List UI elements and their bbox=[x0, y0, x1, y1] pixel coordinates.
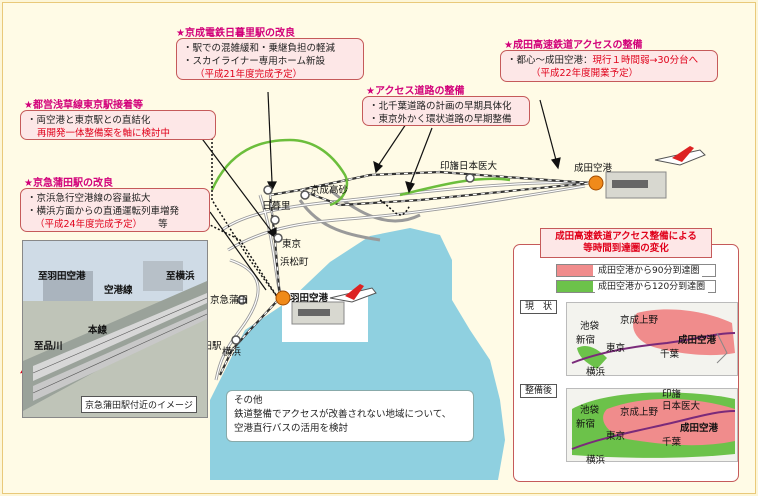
arrows bbox=[199, 91, 561, 291]
cur-yokohama: 横浜 bbox=[586, 367, 606, 378]
access-road-note: ・北千葉道路の計画の早期具体化 ・東京外かく環状道路の早期整備 bbox=[362, 96, 530, 126]
other-line-2: 空港直行バスの活用を検討 bbox=[234, 423, 349, 434]
asakusa-line-2: 再開発一体整備案を軸に検討中 bbox=[37, 128, 171, 139]
after-map-drawing bbox=[571, 392, 736, 458]
keikyu-kamata-suffix: 等 bbox=[158, 219, 168, 230]
station-keikyu-kamata: 京急蒲田 bbox=[210, 295, 249, 306]
keisei-nippori-heading: ★京成電鉄日暮里駅の改良 bbox=[176, 28, 295, 39]
station-nippori: 日暮里 bbox=[262, 201, 291, 212]
keikyu-kamata-heading: ★京急蒲田駅の改良 bbox=[24, 178, 113, 189]
narita-access-schedule: （平成22年度開業予定） bbox=[531, 68, 639, 79]
narita-airport-marker bbox=[588, 175, 604, 191]
haneda-airport-picture bbox=[291, 284, 377, 325]
photo-to-shinagawa: 至品川 bbox=[34, 341, 63, 352]
station-circles bbox=[231, 173, 475, 345]
aft-shinjuku: 新宿 bbox=[576, 419, 596, 430]
keikyu-kamata-line-3: （平成24年度完成予定） 等 bbox=[27, 218, 203, 231]
access-road-line-1: ・北千葉道路の計画の早期具体化 bbox=[369, 101, 512, 112]
station-haneda-airport: 羽田空港 bbox=[290, 293, 329, 304]
isochrone-title-line-1: 成田高速鉄道アクセス整備による bbox=[555, 231, 697, 242]
narita-airport-picture bbox=[605, 146, 706, 199]
photo-main-line: 本線 bbox=[88, 325, 108, 336]
asakusa-heading: ★都営浅草線東京駅接着等 bbox=[24, 100, 143, 111]
narita-access-prefix: ・都心～成田空港： bbox=[507, 55, 593, 66]
cur-narita: 成田空港 bbox=[678, 335, 717, 346]
cur-ikebukuro: 池袋 bbox=[580, 321, 600, 332]
aft-chiba: 千葉 bbox=[662, 437, 682, 448]
station-tokyo: 東京 bbox=[282, 239, 302, 250]
current-map bbox=[566, 302, 738, 376]
legend-90-label: 成田空港から90分到達圏 bbox=[595, 265, 703, 277]
aft-inba: 印旛 bbox=[662, 389, 682, 400]
access-road-heading: ★アクセス道路の整備 bbox=[366, 86, 465, 97]
after-tag: 整備後 bbox=[520, 384, 558, 398]
photo-to-yokohama: 至横浜 bbox=[166, 271, 195, 282]
cur-keisei-ueno: 京成上野 bbox=[620, 315, 659, 326]
keikyu-kamata-schedule: （平成24年度完成予定） bbox=[35, 219, 143, 230]
keikyu-kamata-note: ・京浜急行空港線の容量拡大 ・横浜方面からの直通運転列車増発 （平成24年度完成… bbox=[20, 188, 210, 232]
other-title: その他 bbox=[234, 395, 263, 406]
current-map-drawing bbox=[571, 309, 736, 369]
narita-access-note: ・都心～成田空港：現行１時間弱→30分台へ （平成22年度開業予定） bbox=[500, 50, 718, 82]
legend-120: 成田空港から120分到達圏 bbox=[556, 280, 716, 293]
legend-90: 成田空港から90分到達圏 bbox=[556, 264, 716, 277]
aft-tokyo: 東京 bbox=[606, 431, 626, 442]
current-tag: 現 状 bbox=[520, 300, 558, 314]
keisei-nippori-schedule: （平成21年度完成予定） bbox=[195, 69, 303, 80]
keikyu-kamata-line-1: ・京浜急行空港線の容量拡大 bbox=[27, 193, 151, 204]
legend-120-label: 成田空港から120分到達圏 bbox=[595, 281, 709, 293]
photo-caption: 京急蒲田駅付近のイメージ bbox=[81, 396, 197, 413]
keikyu-kamata-line-2: ・横浜方面からの直通運転列車増発 bbox=[27, 206, 180, 217]
leader-lines bbox=[199, 134, 411, 299]
station-narita-airport: 成田空港 bbox=[574, 163, 613, 174]
keisei-nippori-line-2: ・スカイライナー専用ホーム新設 bbox=[183, 56, 326, 67]
narita-new-rail-green bbox=[210, 138, 349, 207]
station-keisei-takasago: 京成高砂 bbox=[310, 185, 349, 196]
aft-ikebukuro: 池袋 bbox=[580, 405, 600, 416]
legend-90-swatch bbox=[557, 265, 593, 276]
after-map bbox=[566, 388, 738, 462]
aft-keisei-ueno: 京成上野 bbox=[620, 407, 659, 418]
kamata-station-photo: 京急蒲田駅付近のイメージ bbox=[22, 240, 208, 418]
asakusa-line-1: ・両空港と東京駅との直結化 bbox=[27, 115, 151, 126]
other-line-1: 鉄道整備でアクセスが改善されない地域について、 bbox=[234, 409, 452, 420]
station-inba-nichi-idai: 印旛日本医大 bbox=[440, 161, 498, 172]
asakusa-note: ・両空港と東京駅との直結化 再開発一体整備案を軸に検討中 bbox=[20, 110, 216, 140]
aft-narita: 成田空港 bbox=[680, 423, 719, 434]
photo-drawing bbox=[23, 241, 207, 417]
photo-airport-line: 空港線 bbox=[104, 285, 133, 296]
cur-tokyo: 東京 bbox=[606, 343, 626, 354]
access-road-line-2: ・東京外かく環状道路の早期整備 bbox=[369, 114, 512, 125]
station-yokohama: 横浜 bbox=[222, 347, 242, 358]
narita-access-highlight: 現行１時間弱→30分台へ bbox=[592, 55, 699, 66]
photo-to-haneda: 至羽田空港 bbox=[38, 271, 86, 282]
isochrone-title: 成田高速鉄道アクセス整備による 等時間到達圏の変化 bbox=[540, 228, 712, 258]
cur-chiba: 千葉 bbox=[660, 349, 680, 360]
legend-120-swatch bbox=[557, 281, 593, 292]
haneda-airport-marker bbox=[275, 290, 291, 306]
aft-yokohama: 横浜 bbox=[586, 455, 606, 466]
aft-nichi-idai: 日本医大 bbox=[662, 401, 701, 412]
narita-new-rail-green-east bbox=[399, 177, 511, 197]
keisei-nippori-line-1: ・駅での混雑緩和・乗継負担の軽減 bbox=[183, 43, 336, 54]
station-hamamatsucho: 浜松町 bbox=[280, 257, 309, 268]
other-note: その他 鉄道整備でアクセスが改善されない地域について、 空港直行バスの活用を検討 bbox=[226, 390, 474, 442]
narita-access-heading: ★成田高速鉄道アクセスの整備 bbox=[504, 40, 643, 51]
cur-shinjuku: 新宿 bbox=[576, 335, 596, 346]
keisei-nippori-note: ・駅での混雑緩和・乗継負担の軽減 ・スカイライナー専用ホーム新設 （平成21年度… bbox=[176, 38, 364, 80]
narita-access-line-1: ・都心～成田空港：現行１時間弱→30分台へ bbox=[507, 54, 711, 67]
isochrone-title-line-2: 等時間到達圏の変化 bbox=[583, 243, 669, 254]
